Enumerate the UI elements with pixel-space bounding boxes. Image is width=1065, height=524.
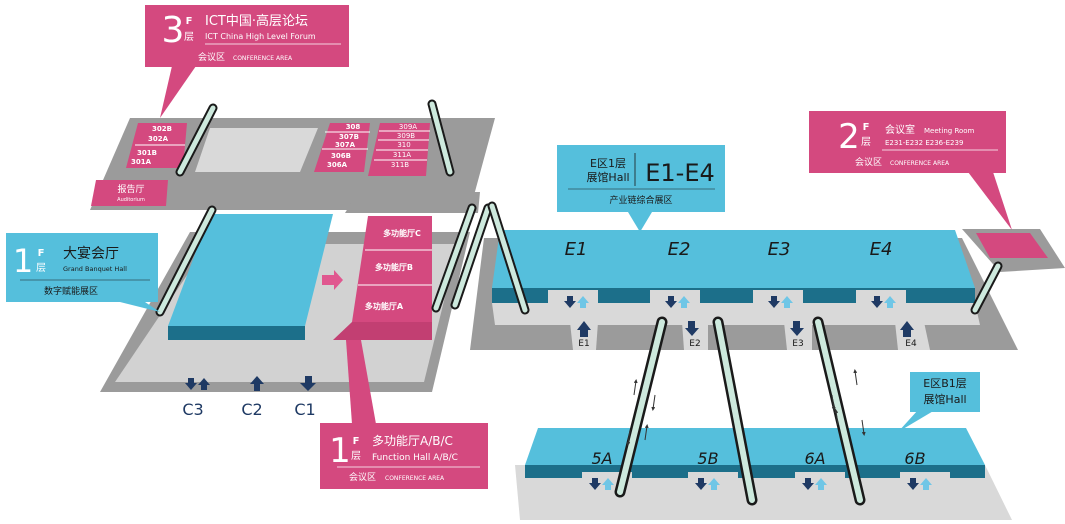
b1-top: E区B1层 (923, 377, 967, 390)
auditorium-label: 报告厅 (117, 183, 144, 195)
e-hall-bottom: 展馆Hall (586, 170, 629, 184)
function-hall-c: 多功能厅C (383, 228, 421, 238)
hall-6a-label: 6A (804, 449, 825, 468)
callout-1f-function: 1 F 层 多功能厅A/B/C Function Hall A/B/C 会议区 … (320, 340, 488, 489)
pointer-arrow-icon (322, 270, 343, 290)
floor-letter: F (863, 122, 870, 133)
callout-1f-banquet: 1 F 层 大宴会厅 Grand Banquet Hall 数字赋能展区 (6, 233, 160, 312)
area-cn: 会议区 (198, 51, 225, 63)
escalator-icon (970, 261, 1003, 315)
area-en: CONFERENCE AREA (233, 55, 293, 62)
callout-3f-forum: 3 F 层 ICT中国·高层论坛 ICT China High Level Fo… (145, 5, 349, 118)
floor-letter: F (186, 16, 193, 27)
hall-e1-label: E1 (565, 239, 588, 260)
escalator-icon (155, 205, 217, 317)
room-311B: 311B (391, 161, 409, 169)
forum-title-en: ICT China High Level Forum (205, 32, 316, 41)
e-hall-door-arrows (564, 296, 914, 337)
room-306A: 306A (327, 161, 348, 169)
room-310: 310 (397, 141, 410, 149)
function-title-cn: 多功能厅A/B/C (372, 434, 453, 448)
room-307A: 307A (335, 141, 356, 149)
e-hall-big: E1-E4 (645, 159, 715, 187)
arrow-up-icon (250, 376, 264, 391)
floor-1f-plan: 多功能厅C 多功能厅B 多功能厅A (100, 214, 470, 392)
floor-3f-plan: 302B 302A 301B 301A 报告厅 Auditorium 308 3… (90, 118, 495, 213)
e-hall-top: E区1层 (590, 157, 626, 170)
hall-e4-label: E4 (870, 239, 893, 260)
room-307B: 307B (339, 133, 359, 141)
floor-number: 1 (13, 242, 33, 280)
escalator-icon (812, 316, 866, 506)
hall-5b-label: 5B (697, 449, 718, 468)
area-en: CONFERENCE AREA (890, 160, 950, 167)
entrance-e2-label: E2 (689, 339, 700, 349)
gate-c1: C1 (294, 400, 315, 419)
floor-letter: F (353, 436, 360, 447)
arrow-up-icon (198, 378, 210, 390)
escalators (155, 99, 1003, 506)
banquet-title-cn: 大宴会厅 (63, 245, 119, 262)
arrow-down-icon (185, 378, 197, 390)
e-hall-sub: 产业链综合展区 (609, 194, 672, 206)
callout-e-hall-1f: E区1层 展馆Hall E1-E4 产业链综合展区 (557, 145, 725, 232)
room-306B: 306B (331, 152, 351, 160)
banquet-title-en: Grand Banquet Hall (63, 265, 127, 273)
function-title-en: Function Hall A/B/C (372, 453, 458, 463)
meeting-title-cn: 会议室 (885, 123, 915, 136)
hall-e3-label: E3 (768, 239, 791, 260)
escalator-icon (431, 203, 477, 313)
function-hall-b: 多功能厅B (375, 262, 413, 272)
hall-5a-label: 5A (591, 449, 612, 468)
forum-title-cn: ICT中国·高层论坛 (205, 13, 308, 29)
room-302A: 302A (148, 135, 169, 143)
meeting-rooms: E231-E232 E236-E239 (885, 139, 963, 147)
e-hall-1f-plan (470, 230, 1018, 350)
escalator-icon (427, 99, 455, 177)
room-309A: 309A (399, 123, 417, 131)
function-hall-a: 多功能厅A (365, 301, 404, 311)
escalator-icon (712, 316, 758, 506)
room-301B: 301B (137, 149, 157, 157)
entrance-e3-label: E3 (792, 339, 803, 349)
hall-e2-label: E2 (668, 239, 691, 260)
room-301A: 301A (131, 158, 152, 166)
floor-ceng: 层 (861, 136, 871, 148)
entrance-e4-label: E4 (905, 339, 917, 349)
area-cn: 会议区 (349, 471, 376, 483)
gate-c3: C3 (182, 400, 203, 419)
area-en: CONFERENCE AREA (385, 475, 445, 482)
floor-ceng: 层 (351, 450, 361, 462)
escalator-icon (450, 203, 493, 310)
room-308: 308 (346, 123, 361, 131)
floor-2f-plan (962, 229, 1065, 272)
gate-c2: C2 (241, 400, 262, 419)
floor-letter: F (38, 248, 45, 259)
e-hall-b1-plan (515, 428, 1012, 520)
banquet-sub: 数字赋能展区 (44, 285, 98, 297)
gate-arrows (185, 376, 316, 391)
callout-e-hall-b1: E区B1层 展馆Hall (898, 372, 980, 432)
escalator-direction-arrows (626, 369, 866, 446)
escalator-icon (487, 201, 530, 315)
auditorium-label-en: Auditorium (117, 197, 145, 203)
callout-2f-meeting: 2 F 层 会议室 Meeting Room E231-E232 E236-E2… (809, 111, 1012, 230)
b1-bottom: 展馆Hall (923, 392, 966, 406)
floor-ceng: 层 (184, 31, 194, 43)
arrow-down-icon (300, 376, 316, 391)
floor-number: 2 (838, 117, 860, 157)
room-309B: 309B (397, 132, 415, 140)
escalator-icon (614, 316, 668, 498)
meeting-title-en: Meeting Room (924, 127, 975, 135)
room-302B: 302B (152, 125, 172, 133)
hall-6b-label: 6B (904, 449, 925, 468)
floor-number: 3 (162, 10, 185, 51)
floor-ceng: 层 (36, 262, 46, 274)
entrance-e1-label: E1 (578, 339, 589, 349)
area-cn: 会议区 (855, 156, 882, 168)
escalator-icon (175, 103, 218, 177)
room-311A: 311A (393, 151, 411, 159)
floor-number: 1 (329, 431, 351, 471)
